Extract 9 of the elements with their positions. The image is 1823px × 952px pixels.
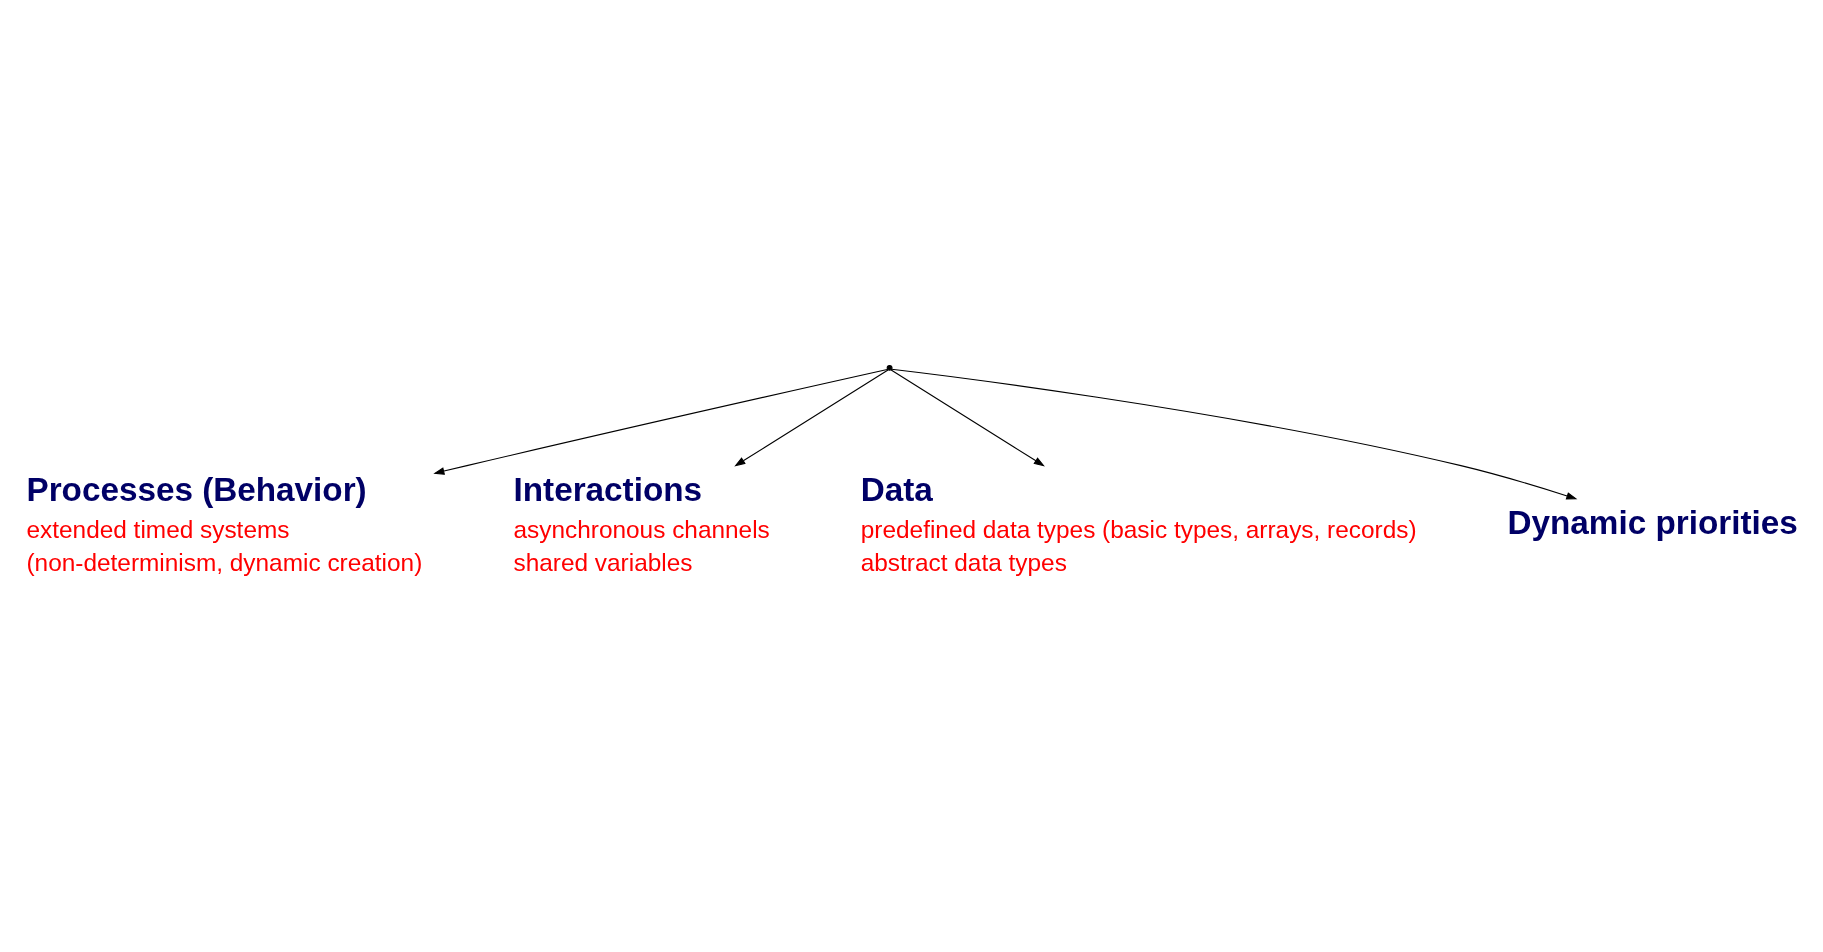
- node-text: Dynamic priorities: [1507, 503, 1798, 541]
- arrow: [734, 369, 889, 467]
- arrow: [890, 369, 1045, 467]
- node-point: [886, 364, 893, 371]
- node-text: Interactions asynchronous channels shared variables: [513, 470, 770, 577]
- arrow: [891, 368, 1578, 500]
- node-text: Data predefined data types (basic types, arrays, records) abstract data types: [860, 470, 1417, 577]
- arrow: [433, 368, 889, 475]
- node-text: Processes (Behavior) extended timed systems (non-determinism, dynamic creation): [26, 470, 423, 577]
